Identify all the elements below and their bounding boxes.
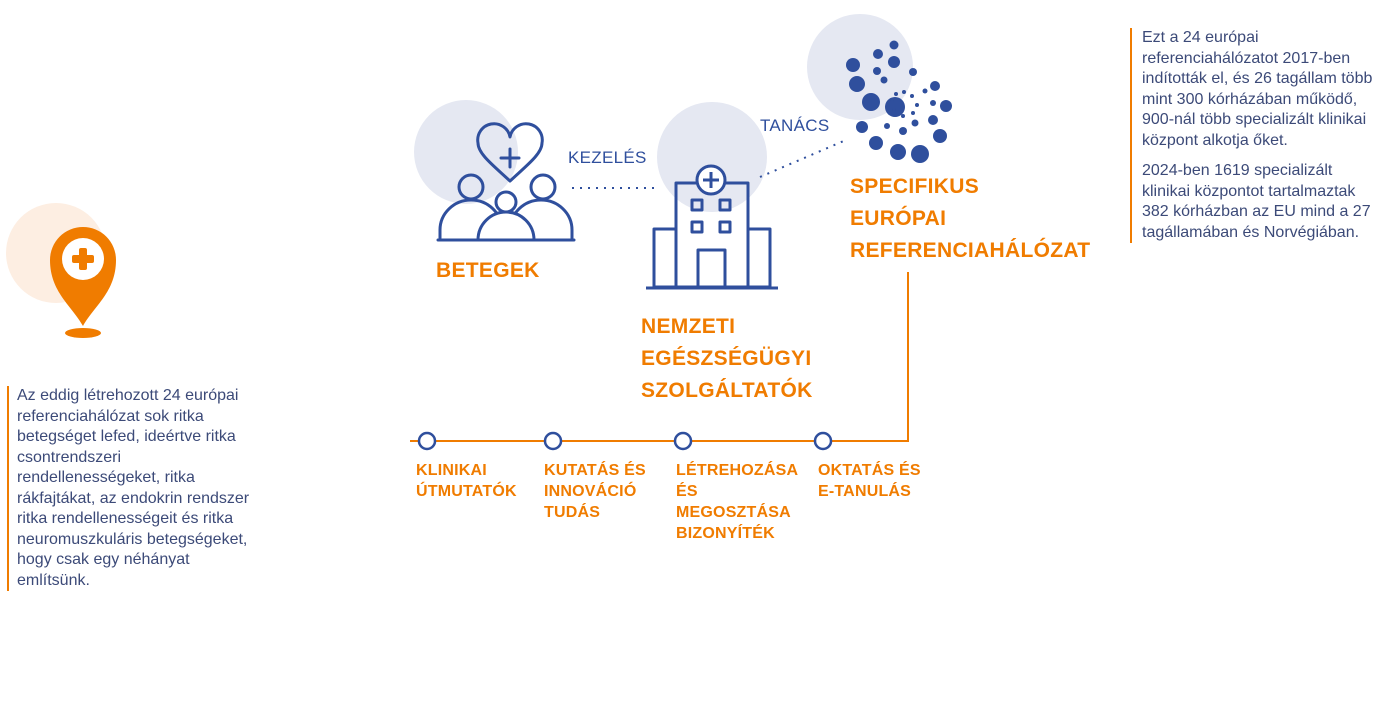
timeline-label-line: ÚTMUTATÓK (416, 483, 517, 500)
right-description-p2: 2024-ben 1619 specializált klinikai közp… (1142, 162, 1371, 241)
providers-label: NEMZETI EGÉSZSÉGÜGYI SZOLGÁLTATÓK (641, 311, 813, 407)
timeline-label-clinical-guidelines: KLINIKAI ÚTMUTATÓK (416, 460, 517, 502)
timeline-label-line: INNOVÁCIÓ (544, 483, 637, 500)
timeline-label-line: ÉS (676, 483, 698, 500)
left-description: Az eddig létrehozott 24 európai referenc… (7, 386, 257, 591)
advice-connector (759, 139, 847, 178)
patients-bg-circle (414, 100, 518, 204)
network-bg-circle (807, 14, 913, 120)
timeline-label-line: OKTATÁS ÉS (818, 462, 921, 479)
ern-dots-logo-icon (846, 40, 952, 163)
patients-heart-icon (436, 122, 576, 242)
providers-label-line: NEMZETI (641, 315, 736, 338)
providers-label-line: SZOLGÁLTATÓK (641, 379, 813, 402)
hospital-bg-circle (657, 102, 767, 212)
location-pin-plus-icon (50, 227, 116, 338)
timeline-label-line: MEGOSZTÁSA (676, 504, 791, 521)
timeline-label-line: TUDÁS (544, 504, 601, 521)
timeline (410, 272, 909, 451)
timeline-label-line: E-TANULÁS (818, 483, 912, 500)
right-description-p1: Ezt a 24 európai referenciahálózatot 201… (1142, 29, 1373, 149)
treatment-label: KEZELÉS (568, 148, 647, 167)
right-description: Ezt a 24 európai referenciahálózatot 201… (1130, 28, 1382, 243)
hospital-icon (646, 164, 778, 290)
timeline-label-line: LÉTREHOZÁSA (676, 462, 799, 479)
network-label: SPECIFIKUS EURÓPAI REFERENCIAHÁLÓZAT (850, 171, 1090, 267)
timeline-label-evidence: LÉTREHOZÁSA ÉS MEGOSZTÁSA BIZONYÍTÉK (676, 460, 798, 544)
advice-label: TANÁCS (760, 116, 830, 135)
timeline-label-research: KUTATÁS ÉS INNOVÁCIÓ TUDÁS (544, 460, 646, 523)
left-description-text: Az eddig létrehozott 24 európai referenc… (17, 387, 250, 589)
patients-label: BETEGEK (436, 259, 540, 282)
timeline-label-line: KLINIKAI (416, 462, 487, 479)
timeline-label-education: OKTATÁS ÉS E-TANULÁS (818, 460, 921, 502)
providers-label-line: EGÉSZSÉGÜGYI (641, 347, 812, 370)
network-label-line: SPECIFIKUS (850, 175, 980, 198)
network-label-line: REFERENCIAHÁLÓZAT (850, 239, 1091, 262)
timeline-label-line: KUTATÁS ÉS (544, 462, 646, 479)
timeline-label-line: BIZONYÍTÉK (676, 525, 775, 542)
network-label-line: EURÓPAI (850, 207, 947, 230)
